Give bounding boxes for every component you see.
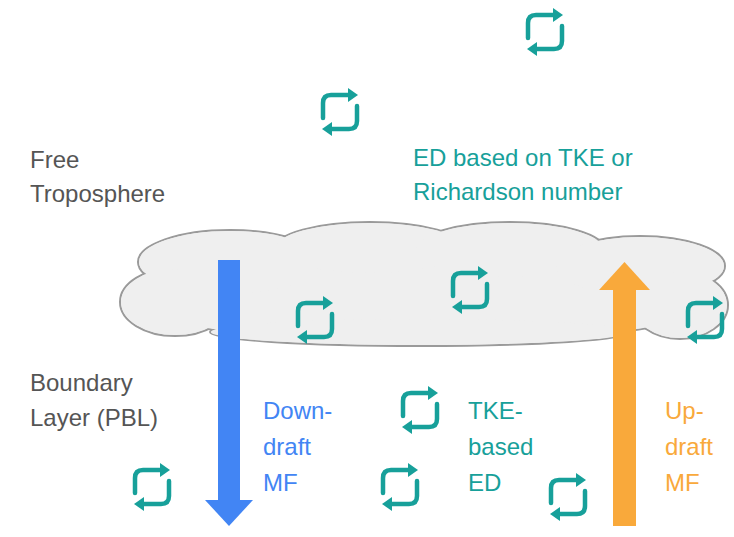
eddy-icons bbox=[134, 8, 723, 521]
eddy-arc bbox=[536, 26, 562, 49]
updraft-arrow bbox=[599, 262, 650, 526]
eddy-icon bbox=[322, 88, 358, 136]
eddy-arrowhead bbox=[323, 296, 333, 310]
eddy-arc bbox=[403, 393, 429, 416]
updraft-label: Up-draft MF bbox=[665, 393, 731, 501]
eddy-arc bbox=[135, 470, 161, 493]
eddy-arc bbox=[383, 470, 409, 493]
eddy-arrowhead bbox=[452, 300, 462, 314]
cloud-fill bbox=[211, 319, 629, 345]
eddy-icon bbox=[382, 463, 418, 511]
eddy-arc bbox=[306, 314, 332, 337]
eddy-arc bbox=[411, 404, 437, 427]
eddy-icon bbox=[297, 296, 333, 344]
eddy-icon bbox=[134, 463, 170, 511]
eddy-arrowhead bbox=[160, 463, 170, 477]
eddy-arrowhead bbox=[553, 8, 563, 22]
eddy-icon bbox=[527, 8, 563, 56]
eddy-arc bbox=[688, 303, 714, 326]
eddy-arrowhead bbox=[348, 88, 358, 102]
eddy-arrowhead bbox=[402, 420, 412, 434]
eddy-arrowhead bbox=[576, 473, 586, 487]
eddy-arrowhead bbox=[134, 497, 144, 511]
cloud bbox=[120, 222, 728, 346]
eddy-arrowhead bbox=[713, 296, 723, 310]
eddy-arc bbox=[559, 491, 585, 514]
eddy-arc bbox=[143, 481, 169, 504]
ed-label: TKE-based ED bbox=[468, 393, 544, 501]
downdraft-label: Down-draft MF bbox=[263, 393, 339, 501]
eddy-arc bbox=[551, 480, 577, 503]
eddy-arrowhead bbox=[428, 386, 438, 400]
eddy-arc bbox=[696, 314, 722, 337]
layer-label: Boundary Layer (PBL) bbox=[30, 365, 180, 435]
layer-label: Free Troposphere bbox=[30, 143, 190, 211]
eddy-arrowhead bbox=[322, 122, 332, 136]
eddy-arrowhead bbox=[550, 507, 560, 521]
eddy-arc bbox=[298, 303, 324, 326]
eddy-arc bbox=[528, 15, 554, 38]
eddy-arc bbox=[461, 284, 487, 307]
eddy-arc bbox=[391, 481, 417, 504]
cloud-fill bbox=[633, 272, 727, 338]
eddy-arrowhead bbox=[408, 463, 418, 477]
ed-label: ED based on TKE or Richardson number bbox=[413, 141, 713, 209]
eddy-arc bbox=[331, 106, 357, 129]
eddy-arrowhead bbox=[382, 497, 392, 511]
eddy-arrowhead bbox=[297, 330, 307, 344]
cloud-fill bbox=[121, 269, 229, 335]
eddy-icon bbox=[452, 266, 488, 314]
eddy-icon bbox=[402, 386, 438, 434]
eddy-icon bbox=[550, 473, 586, 521]
downdraft-arrow bbox=[205, 260, 253, 526]
eddy-arrowhead bbox=[527, 42, 537, 56]
eddy-arc bbox=[453, 273, 479, 296]
eddy-arrowhead bbox=[478, 266, 488, 280]
eddy-icon bbox=[687, 296, 723, 344]
eddy-arrowhead bbox=[687, 330, 697, 344]
eddy-arc bbox=[323, 95, 349, 118]
